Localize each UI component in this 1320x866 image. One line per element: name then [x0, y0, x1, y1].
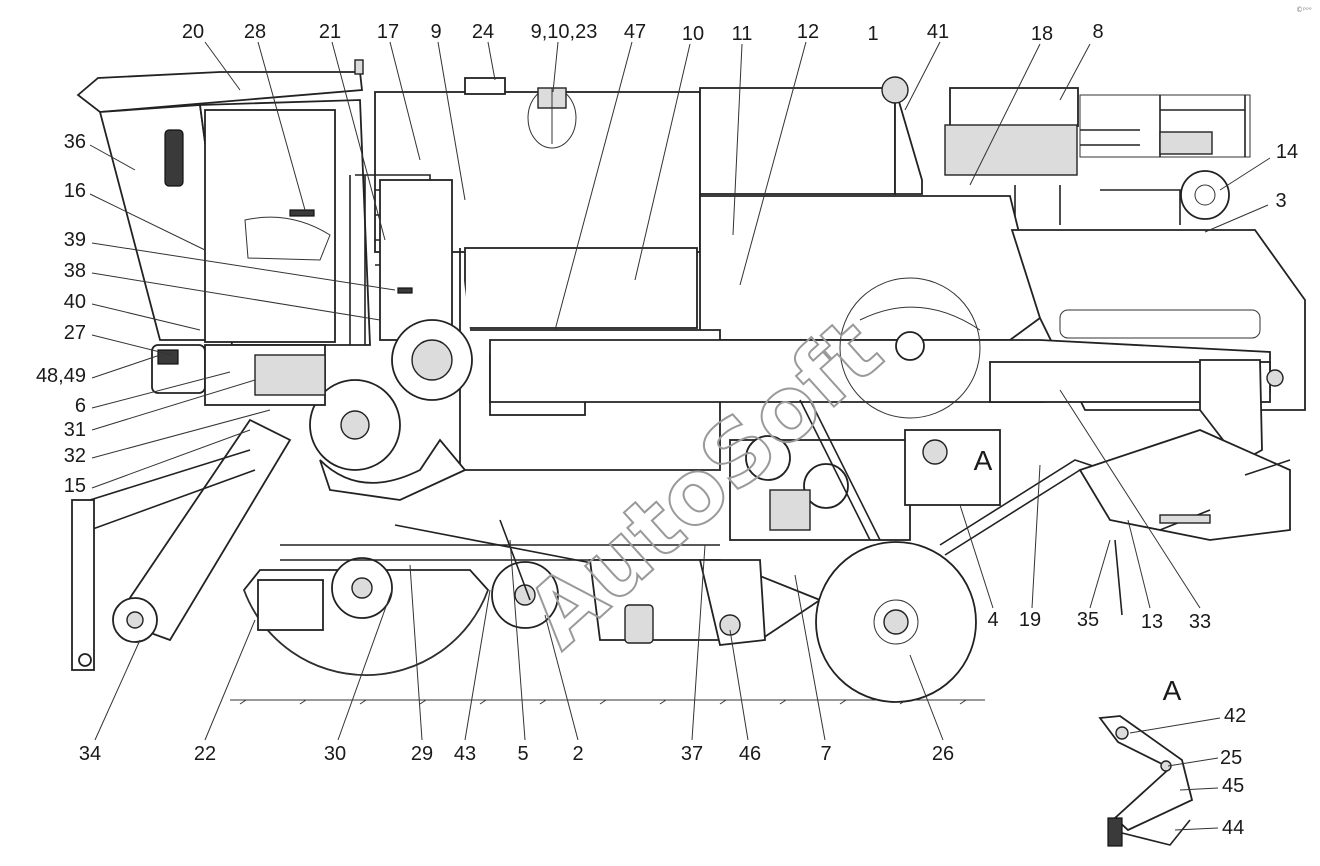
straw-chopper — [1078, 429, 1291, 541]
section-label-inset: A — [1163, 675, 1182, 706]
callout-40: 40 — [64, 291, 86, 313]
callout-37: 37 — [681, 743, 703, 765]
callout-6: 6 — [75, 395, 86, 417]
callout-10: 10 — [682, 23, 704, 45]
callout-36: 36 — [64, 131, 86, 153]
callout-9: 9 — [430, 21, 441, 43]
ground-line — [230, 699, 985, 705]
callout-33: 33 — [1189, 611, 1211, 633]
callout-17: 17 — [377, 21, 399, 43]
detail-a-inset — [1098, 715, 1194, 847]
callout-47: 47 — [624, 21, 646, 43]
callout-43: 43 — [454, 743, 476, 765]
callout-22: 22 — [194, 743, 216, 765]
callout-29: 29 — [411, 743, 433, 765]
cab-door — [204, 109, 336, 343]
callout-28: 28 — [244, 21, 266, 43]
callout-26: 26 — [932, 743, 954, 765]
callout-11: 11 — [732, 23, 753, 45]
callout-44: 44 — [1222, 817, 1244, 839]
cleaning-hood — [699, 195, 1042, 341]
feeder-housing — [113, 418, 292, 642]
callout-39: 39 — [64, 229, 86, 251]
callout-25: 25 — [1220, 747, 1242, 769]
callout-42: 42 — [1224, 705, 1246, 727]
callout-41: 41 — [927, 21, 949, 43]
callout-21: 21 — [319, 21, 341, 43]
callout-27: 27 — [64, 322, 86, 344]
callout-13: 13 — [1141, 611, 1163, 633]
engine-block — [944, 124, 1078, 176]
section-label-main: A — [974, 445, 993, 476]
callout-2: 2 — [572, 743, 583, 765]
air-filter — [1180, 170, 1230, 220]
callout-15: 15 — [64, 475, 86, 497]
callout-20: 20 — [182, 21, 204, 43]
callout-32: 32 — [64, 445, 86, 467]
callout-18: 18 — [1031, 23, 1053, 45]
callout-14: 14 — [1276, 141, 1298, 163]
callout-30: 30 — [324, 743, 346, 765]
callout-7: 7 — [820, 743, 831, 765]
corner-mark: ©ᵖᵒᵒ — [1296, 6, 1312, 14]
leader-lines — [89, 41, 1271, 831]
callout-5: 5 — [517, 743, 528, 765]
engine-housing — [699, 87, 896, 195]
callout-24: 24 — [472, 21, 494, 43]
callout-34: 34 — [79, 743, 101, 765]
callout-12: 12 — [797, 21, 819, 43]
callout-16: 16 — [64, 180, 86, 202]
machine-drawing — [71, 59, 1306, 703]
callout-19: 19 — [1019, 609, 1041, 631]
callout-1: 1 — [867, 23, 878, 45]
callout-labels: 20 28 21 17 9 24 9,10,23 47 10 11 12 1 4… — [36, 21, 1298, 839]
callout-4: 4 — [987, 609, 998, 631]
callout-46: 46 — [739, 743, 761, 765]
callout-8: 8 — [1092, 21, 1103, 43]
callout-48-49: 48,49 — [36, 365, 86, 387]
callout-45: 45 — [1222, 775, 1244, 797]
callout-38: 38 — [64, 260, 86, 282]
callout-31: 31 — [64, 419, 86, 441]
callout-35: 35 — [1077, 609, 1099, 631]
callout-3: 3 — [1275, 190, 1286, 212]
callout-9-10-23: 9,10,23 — [531, 21, 598, 43]
